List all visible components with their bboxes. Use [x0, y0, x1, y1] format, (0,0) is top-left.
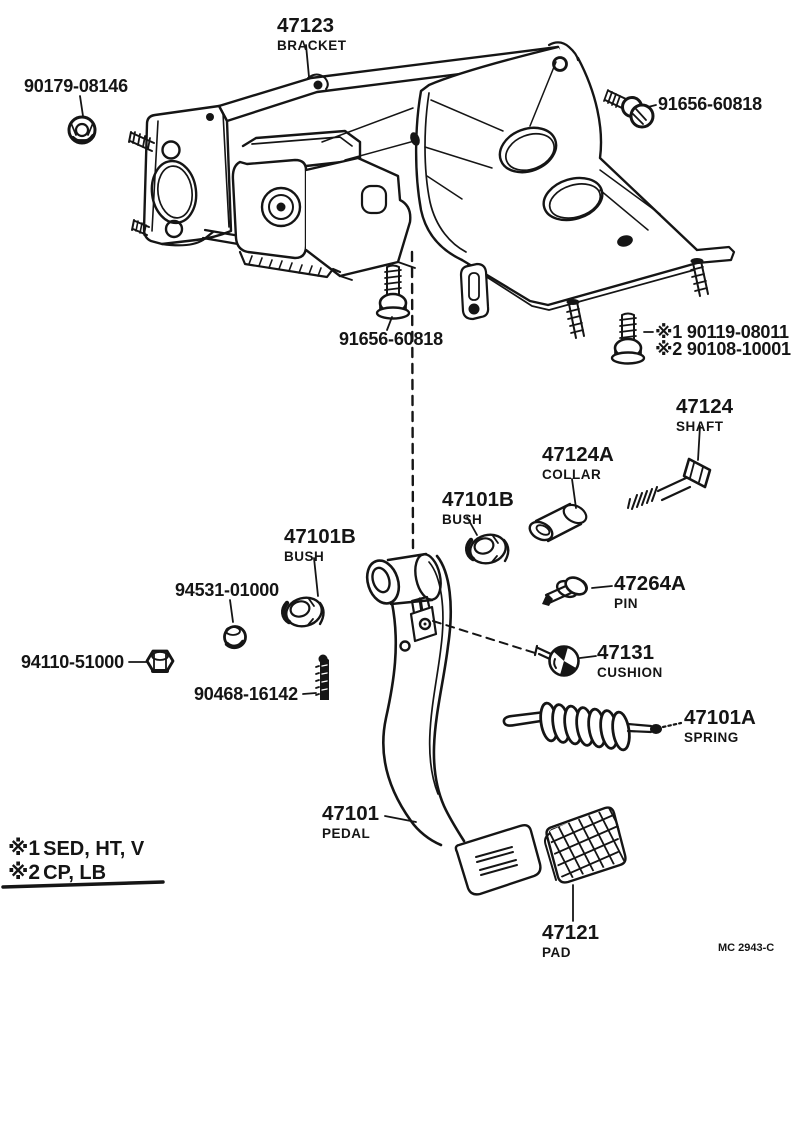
- label-bush-upper: 47101B BUSH: [442, 488, 514, 527]
- note-symbol-2: ※2: [8, 861, 41, 884]
- part-number: 47101B: [442, 488, 514, 511]
- label-spring-pin-90468: 90468-16142: [194, 685, 298, 703]
- part-number: 47264A: [614, 572, 686, 595]
- assembly-dashed-lines: [410, 250, 683, 729]
- part-name: BUSH: [284, 548, 325, 564]
- leader-lines: [79, 44, 701, 922]
- label-bolt-91656-top: 91656-60818: [658, 95, 762, 113]
- part-name: CUSHION: [597, 664, 663, 680]
- part-number: 47101A: [684, 706, 756, 729]
- nut-94531-drawing: [223, 625, 247, 650]
- label-bolt-91656-mid: 91656-60818: [339, 330, 443, 348]
- part-number: 47124: [676, 395, 734, 418]
- part-name: PIN: [614, 595, 639, 611]
- pad-drawing: [544, 806, 627, 884]
- label-shaft: 47124 SHAFT: [676, 395, 734, 434]
- part-name: PEDAL: [322, 825, 371, 841]
- label-cushion: 47131 CUSHION: [597, 641, 663, 680]
- notes-underline: [1, 880, 165, 889]
- figure-code: MC 2943-C: [718, 942, 775, 954]
- part-name: COLLAR: [542, 466, 602, 482]
- part-name: PAD: [542, 944, 572, 960]
- label-pedal: 47101 PEDAL: [322, 802, 380, 841]
- bracket-drawing: [128, 41, 736, 339]
- note-text-2: CP, LB: [43, 862, 107, 884]
- label-bush-lower: 47101B BUSH: [284, 525, 356, 564]
- part-name: BRACKET: [277, 37, 347, 53]
- spring-47101a-drawing: [502, 701, 662, 752]
- part-number: 91656-60818: [339, 329, 443, 349]
- bolt-91656-top-drawing: [603, 89, 655, 129]
- cushion-47131-drawing: [533, 644, 580, 677]
- label-collar: 47124A COLLAR: [542, 443, 614, 482]
- collar-47124a-drawing: [528, 502, 588, 543]
- part-name: SHAFT: [676, 418, 724, 434]
- label-nut-94531: 94531-01000: [175, 581, 279, 599]
- nut-90179-drawing: [67, 115, 97, 145]
- label-bolt-variants: ※1 90119-08011 ※2 90108-10001: [655, 322, 791, 359]
- bush-upper-drawing: [465, 533, 510, 565]
- pedal-drawing: [365, 552, 542, 896]
- shaft-47124-drawing: [627, 457, 712, 510]
- part-number-variant-1: ※1 90119-08011: [655, 322, 789, 342]
- part-number: 47101B: [284, 525, 356, 548]
- part-number: 47101: [322, 802, 380, 825]
- part-number: 94110-51000: [21, 652, 124, 672]
- part-number: 47121: [542, 921, 600, 944]
- part-number: 94531-01000: [175, 580, 279, 600]
- part-number: 91656-60818: [658, 94, 762, 114]
- nut-94110-drawing: [145, 649, 175, 673]
- note-text-1: SED, HT, V: [43, 838, 145, 860]
- bolt-variant-drawing: [610, 312, 646, 365]
- label-bracket: 47123 BRACKET: [277, 14, 347, 53]
- label-spring: 47101A SPRING: [684, 706, 756, 745]
- label-nut-94110: 94110-51000: [21, 653, 124, 671]
- part-number: 90468-16142: [194, 684, 298, 704]
- bolt-91656-mid-drawing: [375, 264, 411, 320]
- note-symbol-1: ※1: [8, 837, 41, 860]
- part-number: 47123: [277, 14, 335, 37]
- part-name: BUSH: [442, 511, 483, 527]
- pin-47264a-drawing: [542, 576, 588, 606]
- spring-pin-90468-drawing: [315, 654, 329, 700]
- part-name: SPRING: [684, 729, 739, 745]
- part-number-variant-2: ※2 90108-10001: [655, 338, 791, 359]
- part-number: 90179-08146: [24, 76, 128, 96]
- label-pin: 47264A PIN: [614, 572, 686, 611]
- label-nut-90179: 90179-08146: [24, 77, 128, 95]
- part-number: 47124A: [542, 443, 614, 466]
- label-pad: 47121 PAD: [542, 921, 600, 960]
- part-number: 47131: [597, 641, 655, 664]
- bush-lower-drawing: [281, 596, 325, 628]
